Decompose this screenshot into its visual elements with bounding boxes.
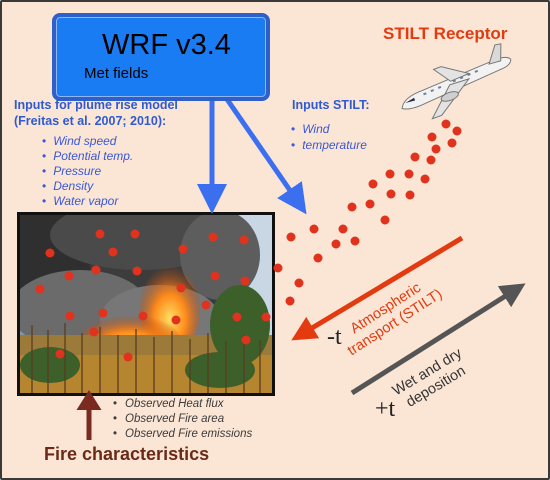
stilt-receptor-label: STILT Receptor bbox=[383, 24, 508, 43]
particle bbox=[240, 276, 250, 286]
particle bbox=[431, 144, 441, 154]
particle bbox=[55, 349, 65, 359]
time-forward-label: +t bbox=[375, 396, 396, 422]
particle bbox=[232, 312, 242, 322]
plume-inputs-heading-line1: Inputs for plume rise model bbox=[14, 98, 178, 112]
particle bbox=[405, 190, 415, 200]
particle bbox=[420, 174, 430, 184]
stilt-inputs-list: Wind temperature bbox=[291, 121, 367, 153]
list-item: temperature bbox=[291, 137, 367, 153]
fire-characteristics-label: Fire characteristics bbox=[44, 444, 210, 464]
particle bbox=[108, 247, 118, 257]
particle bbox=[208, 232, 218, 242]
list-item: Observed Fire emissions bbox=[113, 427, 252, 442]
particle bbox=[365, 199, 375, 209]
particle bbox=[385, 169, 395, 179]
particle bbox=[386, 189, 396, 199]
particle bbox=[95, 229, 105, 239]
particle bbox=[350, 236, 360, 246]
particle bbox=[64, 271, 74, 281]
particle bbox=[171, 315, 181, 325]
particle bbox=[123, 352, 133, 362]
particle bbox=[347, 202, 357, 212]
particle bbox=[309, 224, 319, 234]
stilt-inputs-heading: Inputs STILT: bbox=[292, 98, 370, 112]
particle bbox=[261, 312, 271, 322]
particle bbox=[132, 266, 142, 276]
particle bbox=[35, 284, 45, 294]
airplane-icon bbox=[401, 43, 512, 120]
particle bbox=[239, 235, 249, 245]
list-item: Density bbox=[42, 179, 133, 194]
particle bbox=[91, 265, 101, 275]
particle bbox=[447, 138, 457, 148]
particle bbox=[178, 244, 188, 254]
fire-photo-graphic bbox=[20, 215, 272, 393]
particle bbox=[130, 229, 140, 239]
particle bbox=[138, 311, 148, 321]
particle bbox=[452, 126, 462, 136]
fire-photo bbox=[17, 212, 275, 396]
particle bbox=[89, 327, 99, 337]
particle bbox=[210, 271, 220, 281]
deposition-arrow bbox=[350, 283, 526, 396]
list-item: Observed Heat flux bbox=[113, 397, 252, 412]
particle bbox=[241, 335, 251, 345]
fire-observations-list: Observed Heat flux Observed Fire area Ob… bbox=[113, 397, 252, 442]
particle bbox=[368, 179, 378, 189]
particle bbox=[65, 311, 75, 321]
particle bbox=[410, 152, 420, 162]
particle bbox=[380, 215, 390, 225]
atmospheric-transport-arrow bbox=[291, 235, 464, 341]
particle bbox=[45, 248, 55, 258]
wrf-subtitle: Met fields bbox=[84, 65, 149, 82]
particle-cloud bbox=[35, 119, 462, 362]
wrf-box: WRF v3.4 Met fields bbox=[52, 13, 270, 101]
particle bbox=[441, 119, 451, 129]
particle bbox=[176, 283, 186, 293]
particle bbox=[427, 132, 437, 142]
plume-inputs-heading-line2: (Freitas et al. 2007; 2010): bbox=[14, 114, 167, 128]
particle bbox=[426, 155, 436, 165]
plume-inputs-heading: Inputs for plume rise model (Freitas et … bbox=[14, 97, 178, 129]
particle bbox=[285, 296, 295, 306]
list-item: Water vapor bbox=[42, 194, 133, 209]
particle bbox=[201, 300, 211, 310]
list-item: Pressure bbox=[42, 164, 133, 179]
wrf-title: WRF v3.4 bbox=[102, 29, 231, 61]
particle bbox=[331, 239, 341, 249]
list-item: Potential temp. bbox=[42, 149, 133, 164]
particle bbox=[313, 253, 323, 263]
wrf-to-stilt-arrow bbox=[219, 90, 307, 215]
particle bbox=[404, 169, 414, 179]
list-item: Observed Fire area bbox=[113, 412, 252, 427]
particle bbox=[286, 232, 296, 242]
list-item: Wind speed bbox=[42, 134, 133, 149]
particle bbox=[273, 263, 283, 273]
particle bbox=[294, 278, 304, 288]
time-backward-label: -t bbox=[327, 324, 342, 350]
plume-inputs-list: Wind speed Potential temp. Pressure Dens… bbox=[42, 134, 133, 209]
list-item: Wind bbox=[291, 121, 367, 137]
particle bbox=[338, 224, 348, 234]
particle bbox=[98, 308, 108, 318]
